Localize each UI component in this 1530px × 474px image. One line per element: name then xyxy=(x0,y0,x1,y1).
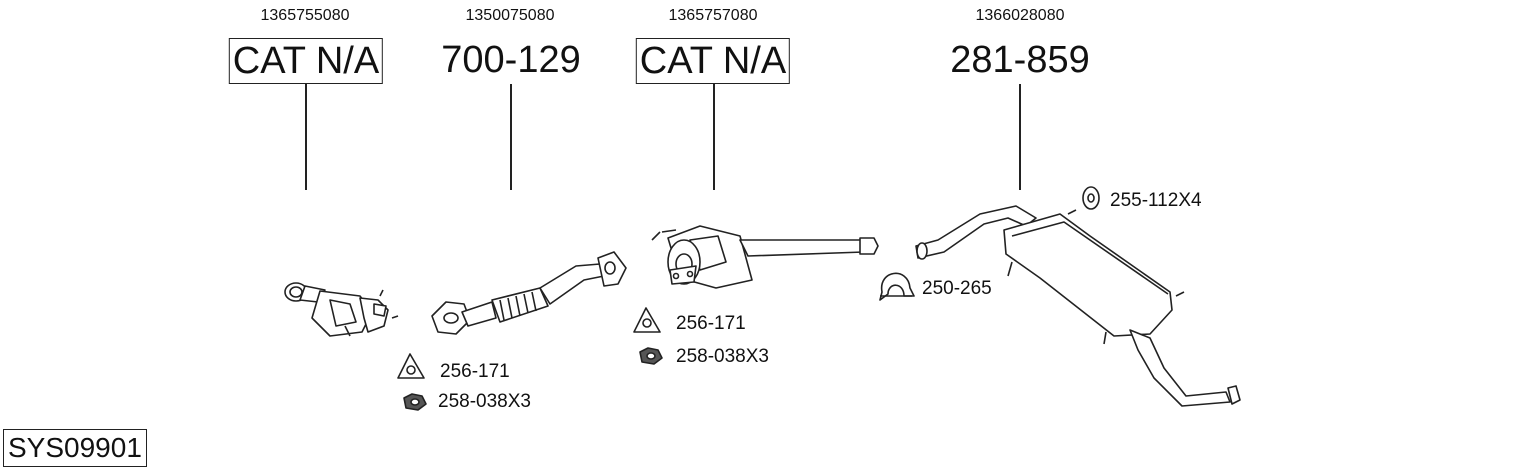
nut-icon-1 xyxy=(403,393,427,411)
oem-number-part-4: 1366028080 xyxy=(975,7,1065,24)
leader-line-part-2 xyxy=(510,84,512,190)
oem-number-part-2: 1350075080 xyxy=(465,7,555,24)
leader-line-part-3 xyxy=(713,84,715,190)
catalyst-1-drawing xyxy=(284,282,399,337)
part-label-catalyst-1[interactable]: CAT N/A xyxy=(228,38,384,84)
part-label-rear-silencer[interactable]: 281-859 xyxy=(950,39,1090,81)
rear-silencer-drawing xyxy=(915,205,1241,407)
accessory-label-nut-1[interactable]: 258-038X3 xyxy=(438,391,531,412)
part-label-catalyst-2[interactable]: CAT N/A xyxy=(635,38,791,84)
front-pipe-drawing xyxy=(431,251,627,335)
nut-icon-2 xyxy=(639,347,663,365)
accessory-label-nut-2[interactable]: 258-038X3 xyxy=(676,346,769,367)
oem-number-part-3: 1365757080 xyxy=(668,7,758,24)
accessory-label-gasket-1[interactable]: 256-171 xyxy=(440,361,510,382)
accessory-label-gasket-2[interactable]: 256-171 xyxy=(676,313,746,334)
gasket-icon-2 xyxy=(633,307,661,333)
rubber-hanger-icon xyxy=(1082,186,1100,210)
catalyst-2-drawing xyxy=(651,225,879,289)
clamp-icon xyxy=(879,272,915,301)
leader-line-part-1 xyxy=(305,84,307,190)
system-code-box: SYS09901 xyxy=(3,429,147,467)
oem-number-part-1: 1365755080 xyxy=(260,7,350,24)
gasket-icon-1 xyxy=(397,353,425,379)
leader-line-part-4 xyxy=(1019,84,1021,190)
part-label-front-pipe[interactable]: 700-129 xyxy=(441,39,581,81)
accessory-label-clamp[interactable]: 250-265 xyxy=(922,278,992,299)
accessory-label-rubber-hanger[interactable]: 255-112X4 xyxy=(1110,190,1202,211)
